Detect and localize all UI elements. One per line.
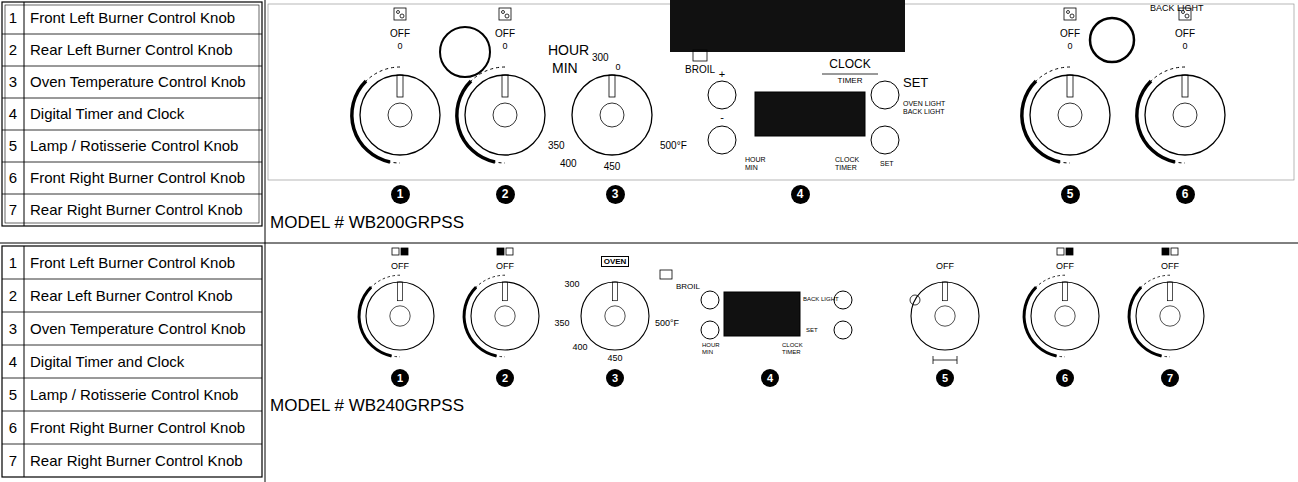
panel-marking: BACK LIGHT xyxy=(903,108,945,116)
table-cell: Front Left Burner Control Knob xyxy=(30,254,235,271)
panel-marking: 300 xyxy=(592,52,609,64)
panel-marking: HOUR xyxy=(702,342,720,349)
panel-marking: OVEN LIGHT xyxy=(903,100,945,108)
callout-number: 7 xyxy=(1161,369,1179,387)
panel-marking: 500°F xyxy=(655,318,679,328)
table-cell: 4 xyxy=(9,353,17,370)
panel-marking: SET xyxy=(806,327,818,334)
panel-marking: OVEN xyxy=(601,256,630,267)
table-cell: Oven Temperature Control Knob xyxy=(30,73,246,90)
table-cell: Oven Temperature Control Knob xyxy=(30,320,246,337)
table-cell: 2 xyxy=(9,287,17,304)
panel-marking: HOUR xyxy=(745,156,766,164)
table-cell: Digital Timer and Clock xyxy=(30,105,184,122)
panel-marking: CLOCK xyxy=(782,342,803,349)
panel-marking: 0 xyxy=(502,41,507,51)
panel-marking: 400 xyxy=(560,158,577,170)
panel-marking: 0 xyxy=(615,62,620,72)
model-caption: MODEL # WB240GRPSS xyxy=(270,396,464,416)
panel-marking: OFF xyxy=(496,261,514,271)
callout-number: 2 xyxy=(496,369,514,387)
panel-marking: TIMER xyxy=(835,164,857,172)
callout-number: 5 xyxy=(1061,185,1080,204)
panel-marking: OFF xyxy=(1175,28,1195,40)
model-caption: MODEL # WB200GRPSS xyxy=(270,213,464,233)
callout-number: 4 xyxy=(761,369,779,387)
panel-marking: 0 xyxy=(1067,41,1072,51)
panel-marking: 300 xyxy=(564,279,579,289)
panel-marking: BACK LIGHT xyxy=(1150,3,1204,13)
panel-marking: TIMER xyxy=(782,349,801,356)
table-cell: 7 xyxy=(9,452,17,469)
table-cell: 3 xyxy=(9,320,17,337)
table-cell: Front Right Burner Control Knob xyxy=(30,169,245,186)
callout-number: 6 xyxy=(1176,185,1195,204)
panel-marking: BACK LIGHT xyxy=(803,296,839,303)
panel-marking: OFF xyxy=(1060,28,1080,40)
panel-marking: BROIL xyxy=(685,64,715,76)
panel-marking: OFF xyxy=(1056,261,1074,271)
table-cell: 4 xyxy=(9,105,17,122)
table-cell: Front Right Burner Control Knob xyxy=(30,419,245,436)
panel-marking: OFF xyxy=(1161,261,1179,271)
panel-marking: BROIL xyxy=(676,282,700,291)
callout-number: 1 xyxy=(391,185,410,204)
panel-marking: 0 xyxy=(1182,41,1187,51)
panel-marking: 500°F xyxy=(660,140,687,152)
table-cell: Digital Timer and Clock xyxy=(30,353,184,370)
callout-number: 3 xyxy=(606,369,624,387)
panel-marking: 400 xyxy=(572,342,587,352)
callout-number: 4 xyxy=(791,185,810,204)
callout-number: 2 xyxy=(496,185,515,204)
panel-marking: CLOCK xyxy=(835,156,859,164)
callout-number: 5 xyxy=(936,369,954,387)
panel-marking: MIN xyxy=(745,164,758,172)
table-cell: 1 xyxy=(9,9,17,26)
panel-marking: 350 xyxy=(554,318,569,328)
table-cell: Rear Right Burner Control Knob xyxy=(30,201,243,218)
panel-marking: 350 xyxy=(548,140,565,152)
table-cell: 3 xyxy=(9,73,17,90)
callout-number: 1 xyxy=(391,369,409,387)
panel-marking: - xyxy=(720,111,724,124)
table-cell: Lamp / Rotisserie Control Knob xyxy=(30,137,238,154)
table-cell: Rear Right Burner Control Knob xyxy=(30,452,243,469)
panel-marking: MIN xyxy=(552,60,578,76)
panel-marking: OFF xyxy=(936,261,954,271)
table-cell: Rear Left Burner Control Knob xyxy=(30,287,233,304)
panel-marking: OFF xyxy=(495,28,515,40)
panel-marking: SET xyxy=(880,160,894,168)
panel-marking: OFF xyxy=(391,261,409,271)
table-cell: 6 xyxy=(9,169,17,186)
table-cell: Lamp / Rotisserie Control Knob xyxy=(30,386,238,403)
table-cell: 6 xyxy=(9,419,17,436)
callout-number: 6 xyxy=(1056,369,1074,387)
table-cell: Front Left Burner Control Knob xyxy=(30,9,235,26)
table-cell: Rear Left Burner Control Knob xyxy=(30,41,233,58)
panel-marking: HOUR xyxy=(548,42,589,58)
table-cell: 5 xyxy=(9,386,17,403)
panel-marking: MIN xyxy=(702,349,713,356)
table-cell: 7 xyxy=(9,201,17,218)
table-cell: 2 xyxy=(9,41,17,58)
panel-marking: 450 xyxy=(604,161,621,173)
panel-marking: 450 xyxy=(607,353,622,363)
table-cell: 1 xyxy=(9,254,17,271)
panel-marking: OFF xyxy=(390,28,410,40)
panel-marking: + xyxy=(719,68,725,81)
panel-marking: SET xyxy=(903,76,928,91)
panel-marking: TIMER xyxy=(838,76,863,85)
callout-number: 3 xyxy=(606,185,625,204)
panel-marking: CLOCK xyxy=(829,58,870,72)
table-cell: 5 xyxy=(9,137,17,154)
panel-marking: 0 xyxy=(397,41,402,51)
